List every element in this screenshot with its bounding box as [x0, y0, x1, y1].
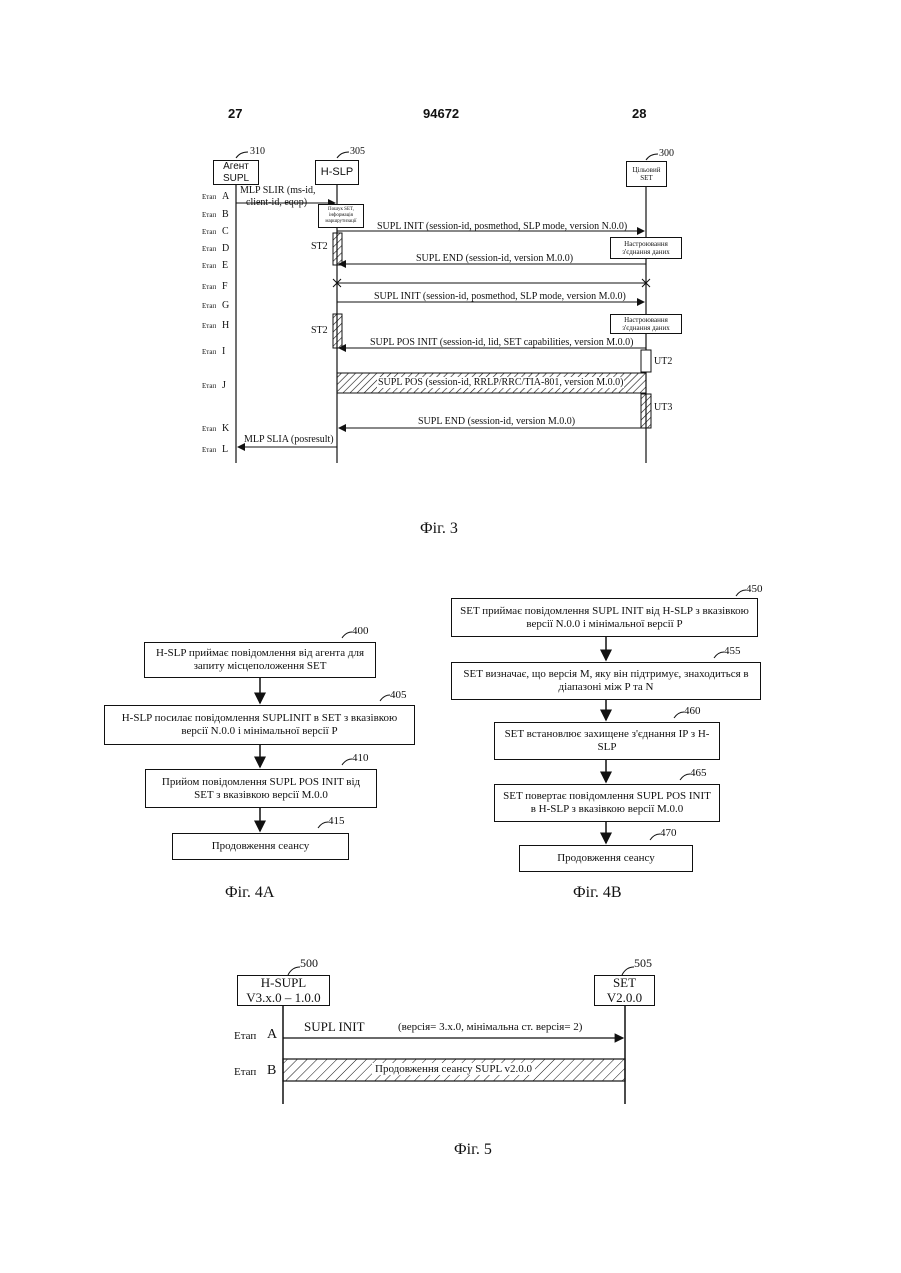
timer-st2-b: ST2	[311, 325, 328, 336]
entity-h-slp: H-SLP	[315, 160, 359, 185]
stage-l: L	[222, 444, 228, 455]
fig5-stage-b: B	[267, 1063, 276, 1079]
stage-word: Етап	[202, 348, 216, 356]
stage-j: J	[222, 380, 226, 391]
entity-supl-agent: Агент SUPL	[213, 160, 259, 185]
entity-target-set: Цільовий SET	[626, 161, 667, 187]
stage-f: F	[222, 281, 228, 292]
timer-ut2: UT2	[654, 356, 672, 367]
flow-step-405: H-SLP посилає повідомлення SUPLINIT в SE…	[104, 705, 415, 745]
ref-410: 410	[352, 752, 369, 764]
msg-c: SUPL INIT (session-id, posmethod, SLP mo…	[377, 221, 627, 232]
flow-step-410: Прийом повідомлення SUPL POS INIT від SE…	[145, 769, 377, 808]
ref-305: 305	[350, 146, 365, 157]
caption-fig4b: Фіг. 4В	[573, 884, 622, 902]
stage-d: D	[222, 243, 229, 254]
ref-405: 405	[390, 689, 407, 701]
stage-word: Етап	[202, 322, 216, 330]
stage-word: Етап	[202, 302, 216, 310]
ref-450: 450	[746, 583, 763, 595]
timer-ut3: UT3	[654, 402, 672, 413]
ref-465: 465	[690, 767, 707, 779]
stage-h: H	[222, 320, 229, 331]
flow-step-400: H-SLP приймає повідомлення від агента дл…	[144, 642, 376, 678]
stage-e: E	[222, 260, 228, 271]
ref-415: 415	[328, 815, 345, 827]
stage-word: Етап	[202, 211, 216, 219]
stage-word: Етап	[202, 262, 216, 270]
msg-a-line2: client-id, eqop)	[246, 197, 307, 208]
ref-505: 505	[634, 956, 652, 971]
box-data-conn-setup-1: Настроювання з'єднання даних	[610, 237, 682, 259]
ref-460: 460	[684, 705, 701, 717]
entity-h-supl-version: V3.x.0 – 1.0.0	[246, 991, 320, 1006]
flow-step-450: SET приймає повідомлення SUPL INIT від H…	[451, 598, 758, 637]
caption-fig5: Фіг. 5	[454, 1141, 492, 1159]
stage-b: B	[222, 209, 229, 220]
stage-word: Етап	[202, 283, 216, 291]
flow-step-460: SET встановлює захищене з'єднання IP з H…	[494, 722, 720, 760]
caption-fig4a: Фіг. 4А	[225, 884, 274, 902]
flow-step-415: Продовження сеансу	[172, 833, 349, 860]
stage-word: Етап	[234, 1030, 256, 1042]
stage-word: Етап	[202, 193, 216, 201]
stage-word: Етап	[202, 425, 216, 433]
stage-word: Етап	[202, 245, 216, 253]
stage-word: Етап	[202, 446, 216, 454]
flow-step-465: SET повертає повідомлення SUPL POS INIT …	[494, 784, 720, 822]
ref-400: 400	[352, 625, 369, 637]
flow-step-455: SET визначає, що версія M, яку він підтр…	[451, 662, 761, 700]
ref-500: 500	[300, 956, 318, 971]
msg-e: SUPL END (session-id, version M.0.0)	[416, 253, 573, 264]
entity-h-supl-name: H-SUPL	[261, 976, 307, 991]
ref-300: 300	[659, 148, 674, 159]
stage-i: I	[222, 346, 225, 357]
msg-g: SUPL INIT (session-id, posmethod, SLP mo…	[374, 291, 626, 302]
ref-310: 310	[250, 146, 265, 157]
stage-c: C	[222, 226, 229, 237]
flow-step-470: Продовження сеансу	[519, 845, 693, 872]
msg-k: SUPL END (session-id, version M.0.0)	[418, 416, 575, 427]
stage-word: Етап	[202, 228, 216, 236]
entity-set: SET V2.0.0	[594, 975, 655, 1006]
entity-set-version: V2.0.0	[607, 991, 642, 1006]
stage-k: K	[222, 423, 229, 434]
stage-word: Етап	[202, 382, 216, 390]
entity-h-supl: H-SUPL V3.x.0 – 1.0.0	[237, 975, 330, 1006]
msg-i: SUPL POS INIT (session-id, lid, SET capa…	[370, 337, 633, 348]
fig5-msg-supl-init: SUPL INIT	[304, 1019, 365, 1035]
ref-470: 470	[660, 827, 677, 839]
msg-a-line1: MLP SLIR (ms-id,	[240, 185, 315, 196]
fig5-stage-a: A	[267, 1027, 277, 1043]
entity-set-name: SET	[613, 976, 636, 991]
caption-fig3: Фіг. 3	[420, 520, 458, 538]
ref-455: 455	[724, 645, 741, 657]
timer-st2-a: ST2	[311, 241, 328, 252]
fig5-msg-params: (версія= 3.x.0, мінімальна ст. версія= 2…	[398, 1021, 582, 1033]
stage-g: G	[222, 300, 229, 311]
box-set-lookup: Пошук SET, інформація маршрутизації	[318, 204, 364, 228]
stage-word: Етап	[234, 1066, 256, 1078]
fig5-msg-continue: Продовження сеансу SUPL v2.0.0	[372, 1063, 535, 1075]
box-data-conn-setup-2: Настроювання з'єднання даних	[610, 314, 682, 334]
msg-j: SUPL POS (session-id, RRLP/RRC/TIA-801, …	[377, 377, 624, 388]
msg-l: MLP SLIA (posresult)	[244, 434, 334, 445]
stage-a: A	[222, 191, 229, 202]
